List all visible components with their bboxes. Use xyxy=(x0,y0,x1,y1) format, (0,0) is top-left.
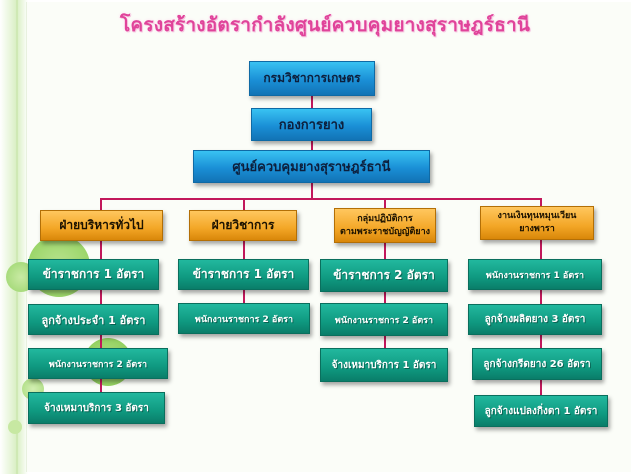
connector xyxy=(311,96,313,108)
position-box: ลูกจ้างผลิตยาง 3 อัตรา xyxy=(468,304,602,335)
branch-admin-box: ฝ่ายบริหารทั่วไป xyxy=(40,210,163,241)
left-decorative-line xyxy=(16,0,18,474)
position-box: จ้างเหมาบริการ 1 อัตรา xyxy=(320,348,448,382)
position-box: จ้างเหมาบริการ 3 อัตรา xyxy=(28,392,165,424)
branch-revolving-fund-box: งานเงินทุนหมุนเวียน ยางพารา xyxy=(480,206,594,240)
position-box: พนักงานราชการ 1 อัตรา xyxy=(468,259,602,290)
connector xyxy=(311,141,313,150)
connector xyxy=(311,183,313,199)
position-box: พนักงานราชการ 2 อัตรา xyxy=(28,348,168,379)
chart-title: โครงสร้างอัตรากำลังศูนย์ควบคุมยางสุราษฎร… xyxy=(120,14,531,36)
position-box: พนักงานราชการ 2 อัตรา xyxy=(320,303,448,336)
position-box: พนักงานราชการ 2 อัตรา xyxy=(178,303,310,334)
decorative-circle xyxy=(8,420,22,434)
branch-label-line: ตามพระราชบัญญัติยาง xyxy=(339,226,431,237)
position-box: ลูกจ้างประจำ 1 อัตรา xyxy=(28,304,159,335)
position-box: ลูกจ้างแปลงกิ่งตา 1 อัตรา xyxy=(474,395,608,427)
position-box: ลูกจ้างกรีดยาง 26 อัตรา xyxy=(472,348,602,380)
department-box: กรมวิชาการเกษตร xyxy=(249,61,375,96)
connector xyxy=(384,243,386,361)
division-box: กองการยาง xyxy=(251,108,372,141)
position-box: ข้าราชการ 1 อัตรา xyxy=(178,259,309,290)
connector xyxy=(243,198,245,210)
branch-label-line: ยางพารา xyxy=(519,224,555,234)
branch-label-line: งานเงินทุนหมุนเวียน xyxy=(497,211,577,221)
connector xyxy=(540,198,542,206)
branch-academic-box: ฝ่ายวิชาการ xyxy=(189,210,297,241)
branch-label-line: กลุ่มปฏิบัติการ xyxy=(357,213,413,224)
connector xyxy=(100,198,542,200)
connector xyxy=(100,198,102,210)
connector xyxy=(384,198,386,208)
branch-rubber-act-box: กลุ่มปฏิบัติการ ตามพระราชบัญญัติยาง xyxy=(334,208,436,243)
left-decorative-stripe xyxy=(0,0,28,474)
position-box: ข้าราชการ 1 อัตรา xyxy=(28,259,159,290)
position-box: ข้าราชการ 2 อัตรา xyxy=(320,259,448,292)
center-box: ศูนย์ควบคุมยางสุราษฎร์ธานี xyxy=(193,150,430,183)
